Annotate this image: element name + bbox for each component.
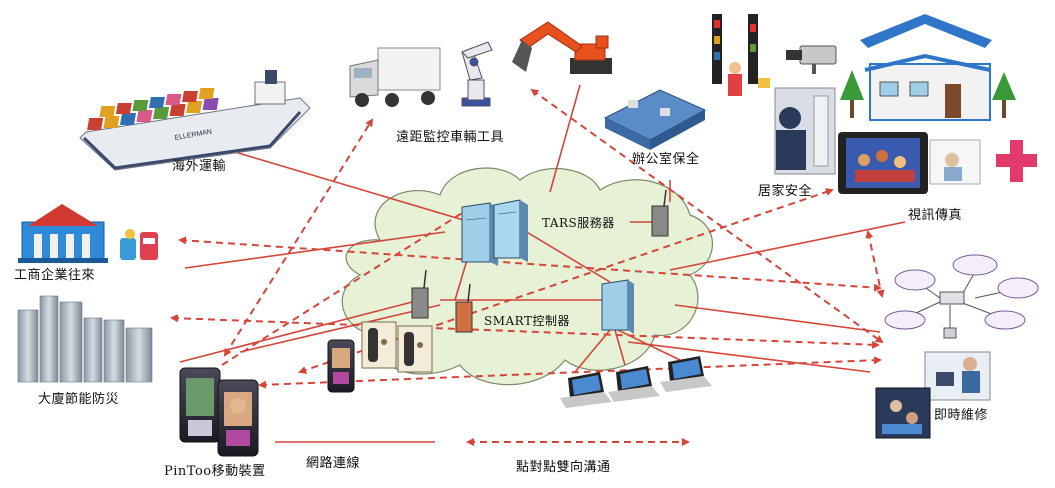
security-guard-illustration bbox=[774, 87, 836, 175]
label-smart-controller: SMART控制器 bbox=[484, 314, 571, 328]
warehouse-shelves-illustration bbox=[712, 14, 770, 96]
factory-tanks-illustration bbox=[120, 229, 158, 260]
label-home-security: 居家安全 bbox=[758, 184, 813, 199]
truck-illustration bbox=[349, 47, 441, 107]
pintoo-phones-illustration bbox=[179, 367, 259, 457]
label-video-fax: 視訊傳真 bbox=[908, 208, 963, 223]
cargo-ship-illustration: ELLERMAN bbox=[79, 70, 311, 171]
house-illustration bbox=[840, 14, 1016, 121]
label-tars-server: TARS服務器 bbox=[542, 216, 615, 230]
video-conference-illustration bbox=[838, 132, 981, 194]
p2p-lines bbox=[170, 88, 885, 389]
security-camera-illustration bbox=[786, 45, 837, 74]
legend-p2p-label: 點對點雙向溝通 bbox=[516, 460, 611, 475]
business-building-illustration bbox=[18, 204, 108, 263]
network-topology-illustration bbox=[884, 254, 1039, 339]
medical-cross-icon bbox=[996, 140, 1037, 182]
laptops-illustration bbox=[560, 356, 712, 408]
label-pintoo-device: PinToo移動裝置 bbox=[164, 464, 266, 479]
office-illustration bbox=[603, 89, 707, 150]
label-overseas-shipping: 海外運輸 bbox=[172, 159, 227, 174]
label-office-security: 辦公室保全 bbox=[632, 152, 700, 167]
legend-network-label: 網路連線 bbox=[306, 456, 361, 471]
tars-server-icon bbox=[461, 199, 528, 266]
pintoo-phone-small bbox=[327, 339, 355, 393]
maintenance-workstation-illustration bbox=[875, 351, 991, 439]
label-realtime-maintenance: 即時維修 bbox=[934, 408, 989, 423]
network-server-icon bbox=[601, 279, 634, 334]
label-business: 工商企業往來 bbox=[14, 268, 96, 283]
intercom-panels-illustration bbox=[361, 321, 433, 373]
robot-arm-illustration bbox=[461, 41, 493, 107]
label-remote-vehicle: 遠距監控車輛工具 bbox=[396, 130, 505, 145]
smart-controller-icon bbox=[411, 189, 669, 333]
excavator-illustration bbox=[512, 21, 612, 74]
label-building-disaster: 大廈節能防災 bbox=[38, 392, 120, 407]
city-buildings-illustration bbox=[17, 295, 153, 383]
